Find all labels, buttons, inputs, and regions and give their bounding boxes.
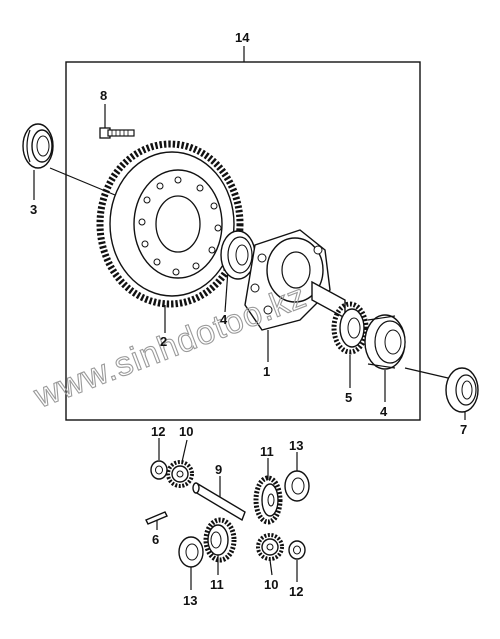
part-10-pinion-left (166, 460, 194, 488)
part-12-washer-left (150, 460, 168, 480)
callout-11-lower: 11 (210, 577, 224, 592)
callout-1: 1 (263, 364, 270, 379)
callout-8: 8 (100, 88, 107, 103)
callout-7: 7 (460, 422, 467, 437)
callout-14: 14 (235, 30, 250, 45)
part-11-side-gear-left (203, 517, 237, 563)
part-10-pinion-right (256, 533, 284, 561)
part-8-bolt (99, 127, 135, 139)
part-3-oil-seal (22, 123, 54, 169)
callout-13-lower: 13 (183, 593, 197, 608)
part-12-washer-right (288, 540, 306, 560)
assembly-frame (65, 61, 421, 421)
callout-11-upper: 11 (260, 444, 274, 459)
callout-3: 3 (30, 202, 37, 217)
callout-12-lower: 12 (289, 584, 303, 599)
part-4-bearing-right (364, 314, 406, 370)
part-7-oil-seal (445, 367, 479, 413)
callout-13-upper: 13 (289, 438, 303, 453)
callout-4-left: 4 (220, 312, 228, 327)
callout-4-right: 4 (380, 404, 388, 419)
part-9-pinion-shaft (192, 482, 246, 522)
callout-10-upper: 10 (179, 424, 193, 439)
part-13-washer-right (284, 470, 310, 502)
callout-5: 5 (345, 390, 352, 405)
callouts: 14 8 3 2 4 1 5 4 7 12 10 9 11 13 6 11 13… (30, 30, 467, 608)
part-2-ring-gear (96, 140, 244, 308)
ring-gear-bolt-holes (138, 176, 222, 276)
part-11-side-gear-right (253, 475, 283, 525)
part-6-pin (145, 511, 168, 525)
callout-12-upper: 12 (151, 424, 165, 439)
callout-2: 2 (160, 334, 167, 349)
callout-10-lower: 10 (264, 577, 278, 592)
watermark: www.sinhdotoo.kz (28, 277, 312, 416)
part-13-washer-left (178, 536, 204, 568)
part-5-drive-gear (331, 301, 369, 355)
callout-9: 9 (215, 462, 222, 477)
part-1-differential-case (244, 229, 346, 331)
callout-6: 6 (152, 532, 159, 547)
